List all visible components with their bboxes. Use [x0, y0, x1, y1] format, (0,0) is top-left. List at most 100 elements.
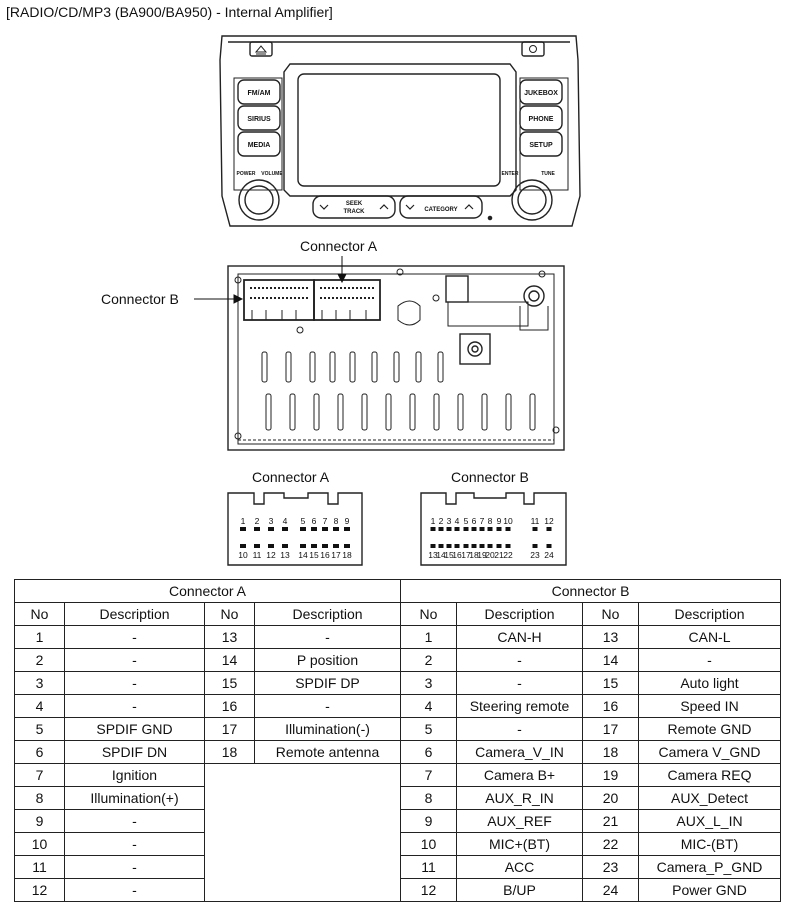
- pin-number-cell: 12: [400, 878, 457, 902]
- pin-socket: [487, 527, 493, 531]
- pin-number-cell: 9: [14, 809, 65, 833]
- setup-button[interactable]: [519, 131, 563, 157]
- eject-button[interactable]: [249, 41, 273, 57]
- pin-number-label: 5: [464, 516, 469, 526]
- pin-socket: [532, 527, 538, 531]
- rear-small-connector: [445, 275, 469, 303]
- pin-number-label: 20: [485, 550, 495, 560]
- pin-number-cell: 3: [14, 671, 65, 695]
- pin-number-cell: 8: [14, 786, 65, 810]
- svg-text:JUKEBOX: JUKEBOX: [524, 90, 558, 97]
- pin-description-cell: -: [456, 671, 583, 695]
- pin-number-label: 15: [444, 550, 454, 560]
- page-title: [RADIO/CD/MP3 (BA900/BA950) - Internal A…: [6, 4, 333, 20]
- pin-socket: [300, 527, 306, 531]
- pin-number-cell: 20: [582, 786, 639, 810]
- pin-number-label: 3: [269, 516, 274, 526]
- pin-socket: [546, 544, 552, 548]
- pin-number-cell: 1: [400, 625, 457, 649]
- pin-description-cell: ACC: [456, 855, 583, 879]
- vent-slot: [313, 393, 320, 431]
- pin-number-label: 2: [439, 516, 444, 526]
- pin-description-cell: Camera_V_IN: [456, 740, 583, 764]
- pin-socket: [471, 527, 477, 531]
- pin-socket: [311, 527, 317, 531]
- category-button[interactable]: [399, 195, 483, 219]
- pin-description-cell: -: [637, 648, 782, 672]
- pin-number-label: 17: [331, 550, 341, 560]
- connector-a-face-label: Connector A: [252, 469, 330, 485]
- pin-number-cell: 13: [204, 625, 255, 649]
- pin-socket: [300, 544, 306, 548]
- pin-socket: [438, 527, 444, 531]
- pin-socket: [446, 544, 452, 548]
- column-header-description: Description: [254, 602, 401, 626]
- head-unit-labels: FM/AM SIRIUS MEDIA JUKEBOX PHONE SETUP P…: [237, 90, 559, 215]
- pin-number-cell: 7: [400, 763, 457, 787]
- volume-knob[interactable]: [238, 179, 280, 221]
- pin-socket: [311, 544, 317, 548]
- pin-number-label: 13: [280, 550, 290, 560]
- tune-knob[interactable]: [511, 179, 553, 221]
- pin-number-cell: 15: [204, 671, 255, 695]
- pin-number-label: 9: [345, 516, 350, 526]
- pin-socket: [463, 544, 469, 548]
- pin-number-label: 13: [428, 550, 438, 560]
- media-button[interactable]: [237, 131, 281, 157]
- pin-number-cell: 17: [204, 717, 255, 741]
- pin-description-cell: -: [254, 625, 401, 649]
- pin-socket: [487, 544, 493, 548]
- pin-description-cell: Illumination(-): [254, 717, 401, 741]
- pin-number-label: 9: [497, 516, 502, 526]
- pin-number-label: 2: [255, 516, 260, 526]
- pin-socket: [446, 527, 452, 531]
- pin-socket: [344, 544, 350, 548]
- vent-slot: [349, 351, 356, 383]
- pin-description-cell: SPDIF DP: [254, 671, 401, 695]
- pin-socket: [333, 544, 339, 548]
- vent-slot: [309, 351, 316, 383]
- vent-slot: [415, 351, 422, 383]
- pin-description-cell: -: [254, 694, 401, 718]
- pin-description-cell: AUX_L_IN: [637, 809, 782, 833]
- table-column-header-row: No Description No Description No Descrip…: [14, 602, 782, 626]
- pin-number-cell: 24: [582, 878, 639, 902]
- jukebox-button[interactable]: [519, 79, 563, 105]
- antenna-jack: [523, 285, 545, 307]
- pin-socket: [546, 527, 552, 531]
- pin-number-label: 17: [461, 550, 471, 560]
- pin-number-label: 21: [494, 550, 504, 560]
- phone-button[interactable]: [519, 105, 563, 131]
- pin-number-label: 16: [320, 550, 330, 560]
- pin-number-label: 18: [469, 550, 479, 560]
- pin-description-cell: -: [456, 648, 583, 672]
- pin-description-cell: Camera B+: [456, 763, 583, 787]
- vent-slot: [285, 351, 292, 383]
- pin-socket: [344, 527, 350, 531]
- pin-number-cell: 7: [14, 763, 65, 787]
- pin-number-cell: 15: [582, 671, 639, 695]
- vent-slot: [385, 393, 392, 431]
- pin-number-cell: 19: [582, 763, 639, 787]
- pin-description-cell: Ignition: [64, 763, 205, 787]
- fm-am-button[interactable]: [237, 79, 281, 105]
- pin-description-cell: -: [456, 717, 583, 741]
- seek-track-button[interactable]: [312, 195, 396, 219]
- pin-socket: [454, 544, 460, 548]
- pin-number-cell: 11: [14, 855, 65, 879]
- power-top-button[interactable]: [521, 41, 545, 57]
- pin-socket: [322, 544, 328, 548]
- sirius-button[interactable]: [237, 105, 281, 131]
- pin-number-cell: 6: [14, 740, 65, 764]
- pin-description-cell: B/UP: [456, 878, 583, 902]
- svg-text:CATEGORY: CATEGORY: [424, 207, 457, 213]
- pin-number-label: 10: [238, 550, 248, 560]
- pin-number-label: 18: [342, 550, 352, 560]
- pin-socket: [505, 544, 511, 548]
